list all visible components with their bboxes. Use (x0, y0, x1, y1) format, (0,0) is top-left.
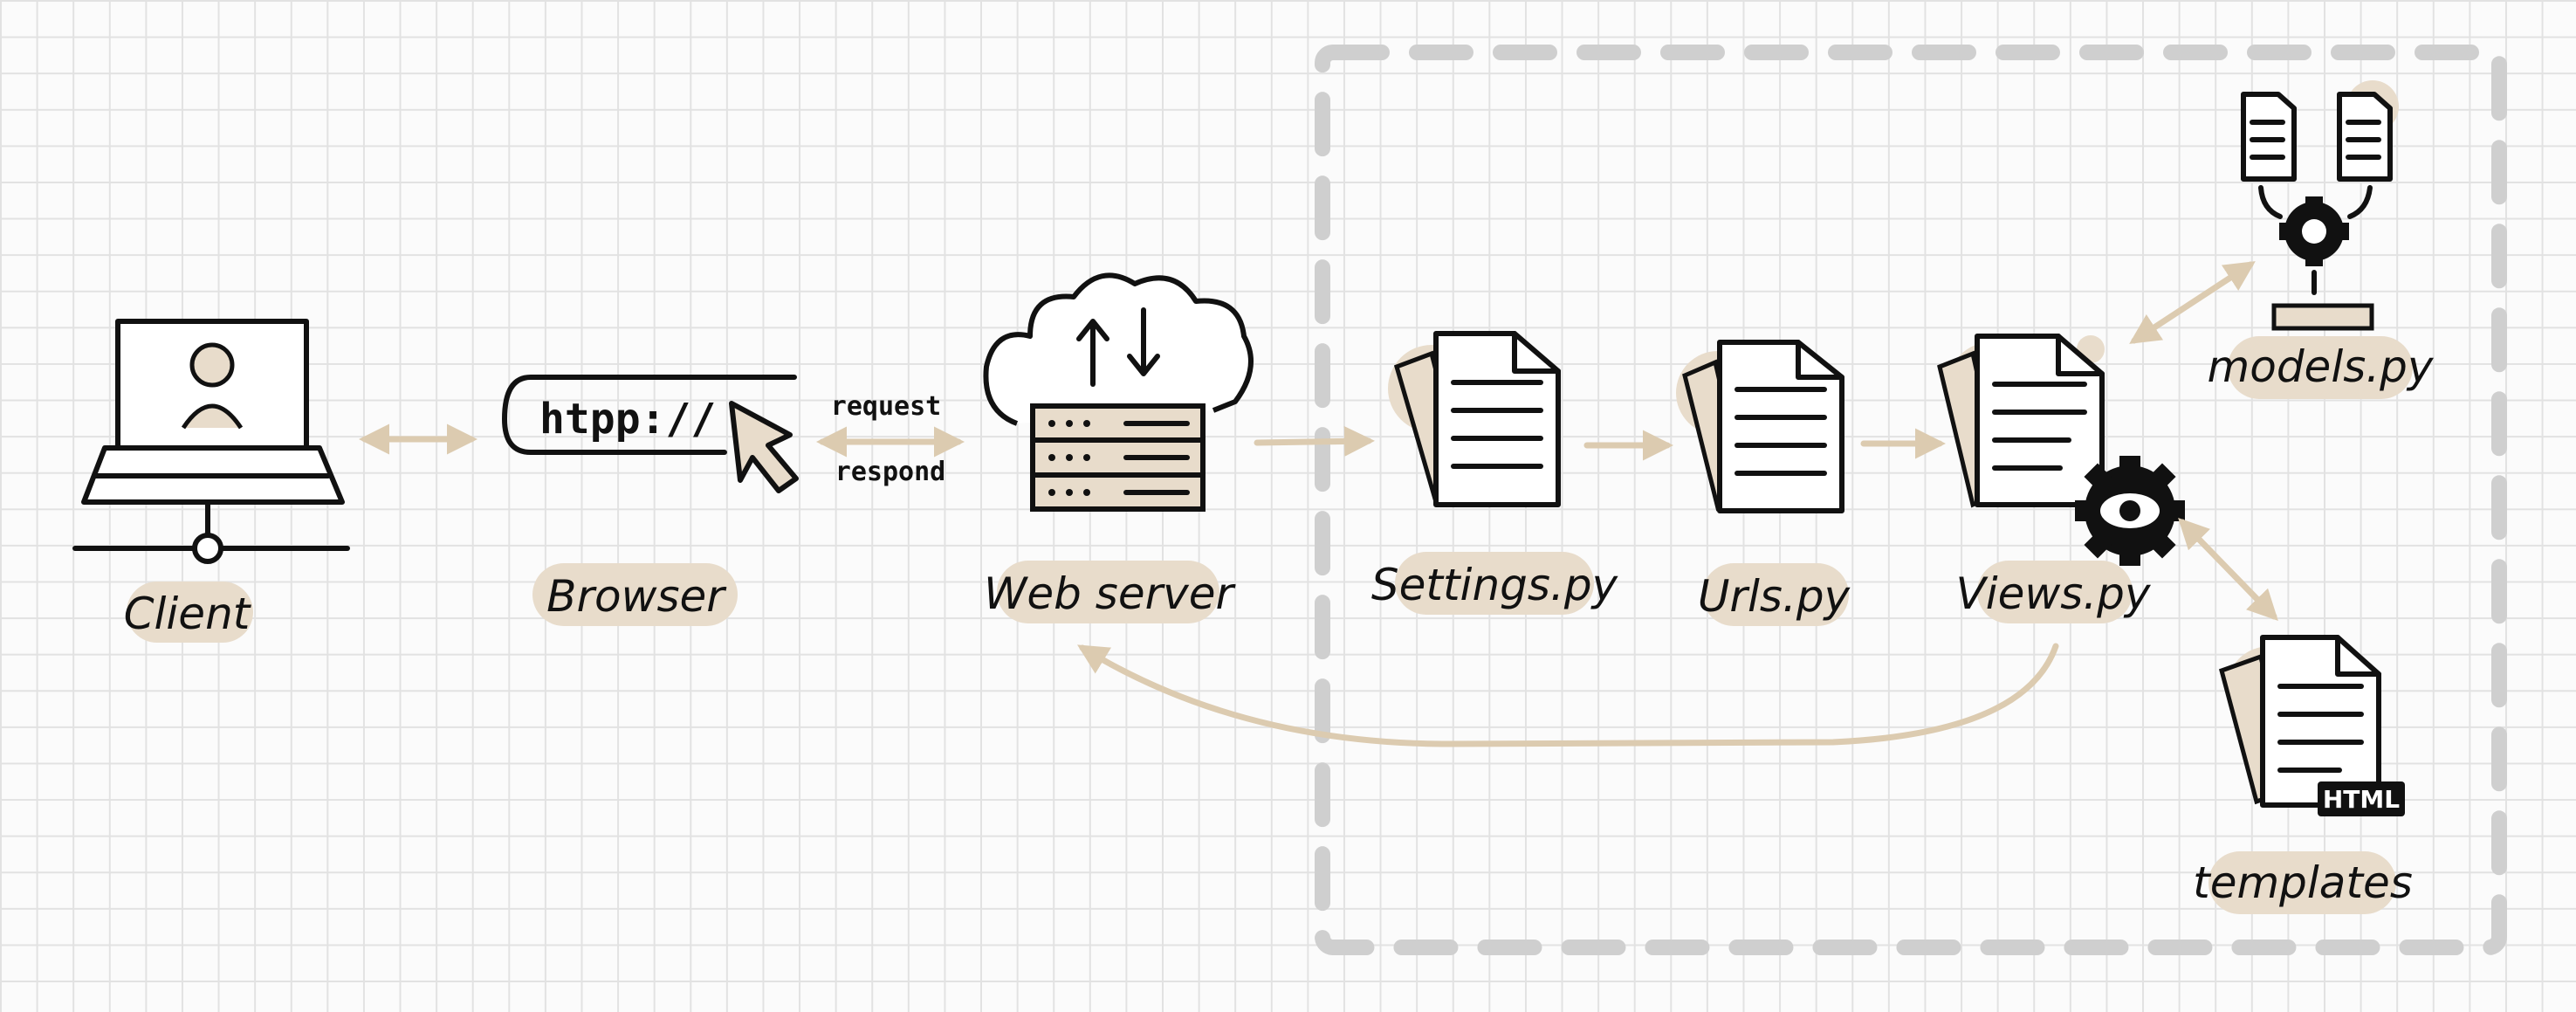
models-label-highlight (2228, 336, 2413, 399)
models-label: models.py (2208, 341, 2435, 392)
settings-label-highlight (1395, 552, 1594, 615)
laptop-icon (72, 319, 350, 564)
templates-document-icon (2218, 635, 2381, 808)
request-label: request (831, 391, 941, 422)
browser-bar: htpp:// (502, 375, 797, 455)
settings-label: Settings.py (1371, 560, 1619, 610)
cursor-icon (729, 401, 799, 493)
views-templates-arrow (2178, 517, 2278, 622)
project-boundary (1315, 45, 2507, 955)
urls-label-highlight (1702, 563, 1849, 626)
cloud-server-icon (983, 272, 1254, 512)
models-database-icon (2241, 80, 2399, 331)
views-models-arrow (2129, 261, 2256, 344)
client-label: Client (124, 589, 252, 639)
templates-label-highlight (2208, 851, 2396, 914)
html-badge (2318, 781, 2405, 816)
eye-gear-icon (2075, 456, 2185, 566)
urls-label: Urls.py (1698, 571, 1851, 622)
urls-document-icon (1676, 340, 1844, 513)
views-server-return-arrow (1077, 643, 2059, 747)
server-settings-arrow (1254, 425, 1375, 457)
web-server-label: Web server (984, 568, 1237, 619)
client-label-highlight (127, 582, 253, 643)
views-label-highlight (1977, 561, 2133, 623)
views-document-icon (1937, 334, 2105, 508)
browser-label-highlight (532, 563, 738, 626)
web-server-label-highlight (997, 561, 1219, 623)
respond-label: respond (835, 457, 945, 487)
templates-label: templates (2193, 857, 2413, 908)
browser-label: Browser (546, 571, 727, 622)
browser-url: htpp:// (539, 395, 716, 444)
views-label: Views.py (1955, 568, 2151, 619)
settings-document-icon (1388, 331, 1561, 507)
html-badge-text: HTML (2323, 785, 2400, 814)
